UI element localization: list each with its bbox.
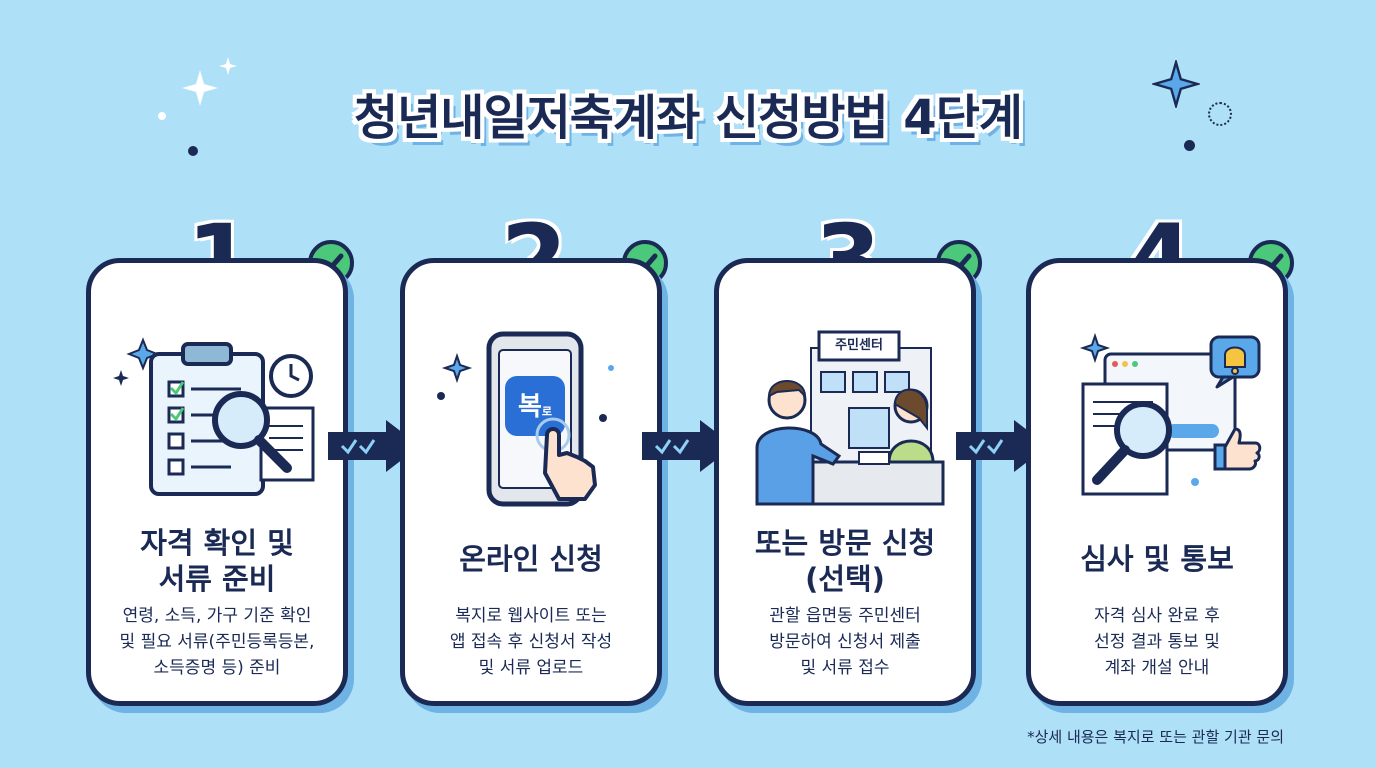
review-document-icon <box>1079 332 1237 496</box>
dot-decoration <box>158 112 166 120</box>
step-title: 심사 및 통보 <box>1080 542 1234 576</box>
sparkle-icon <box>182 70 218 106</box>
dotted-circle-decoration <box>1208 102 1232 126</box>
thumbs-up-icon <box>1213 427 1262 471</box>
page-title: 청년내일저축계좌 신청방법 4단계 <box>353 90 1023 146</box>
bell-icon <box>1209 335 1261 389</box>
clipboard-icon <box>113 337 315 496</box>
footnote: *상세 내용은 복지로 또는 관할 기관 문의 <box>1027 728 1284 746</box>
arrow-right-icon <box>642 420 734 472</box>
center-sign: 주민센터 <box>835 338 883 353</box>
hand-pointer-icon <box>535 417 597 501</box>
app-icon-label: 복로 <box>517 392 553 422</box>
dot-decoration <box>1184 140 1195 151</box>
dot-decoration <box>188 146 198 156</box>
arrow-right-icon <box>328 420 420 472</box>
community-center-icon <box>755 330 945 506</box>
arrow-right-icon <box>956 420 1048 472</box>
sparkle-icon <box>1152 60 1200 108</box>
step-title: 온라인 신청 <box>459 542 603 576</box>
step-title: 또는 방문 신청(선택) <box>754 526 936 596</box>
sparkle-icon <box>219 57 237 75</box>
